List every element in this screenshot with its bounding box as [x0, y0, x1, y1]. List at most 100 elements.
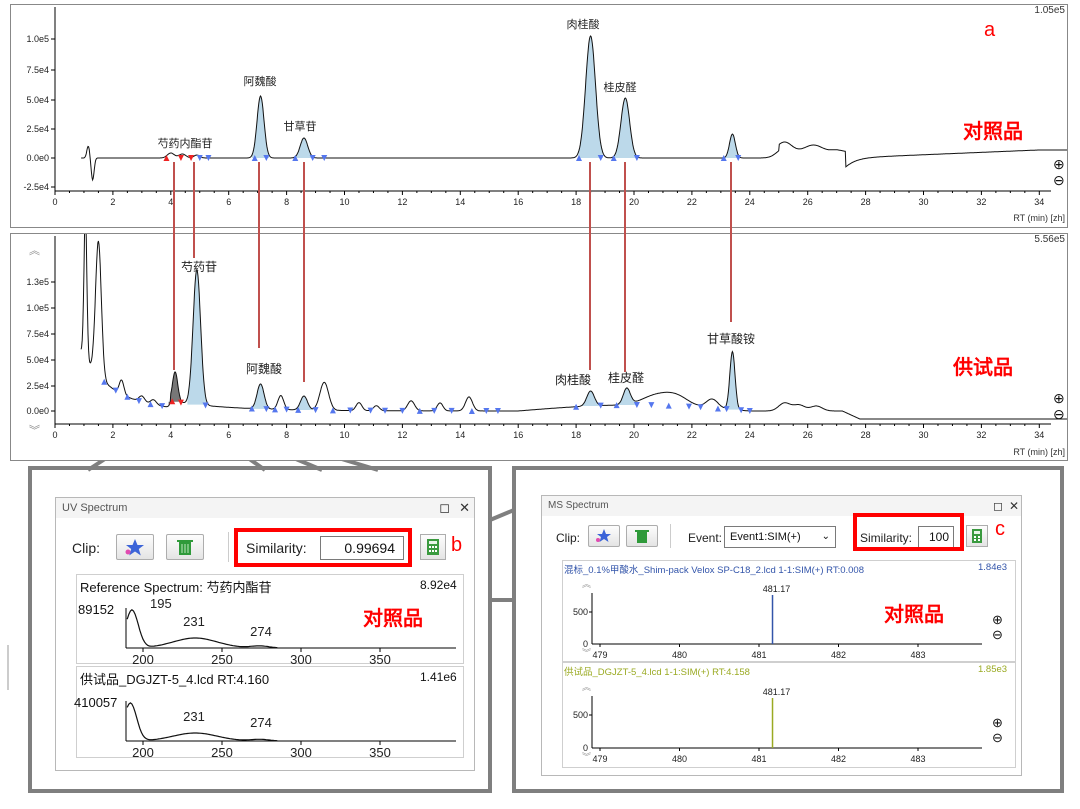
x-tick-label: 34	[1034, 197, 1044, 207]
x-tick-label: 32	[976, 430, 986, 440]
scroll-up-icon: ︽	[582, 579, 591, 589]
integration-marker	[263, 406, 270, 413]
ms-sample-scale: 1.85e3	[978, 664, 1008, 675]
ms-sample-x-tick-label: 483	[910, 754, 925, 764]
zoom-in-icon[interactable]: ⊕	[992, 612, 1003, 627]
maximize-icon[interactable]: ◻	[993, 499, 1003, 513]
integration-marker	[329, 407, 336, 414]
uv-similarity-field[interactable]: 0.99694	[320, 536, 404, 560]
uv-sample-title: 供试品_DGJZT-5_4.lcd RT:4.160	[80, 672, 270, 687]
zoom-in-icon[interactable]: ⊕	[1053, 390, 1065, 406]
integration-marker	[124, 393, 131, 400]
zoom-out-icon[interactable]: ⊖	[992, 627, 1003, 642]
integration-marker	[135, 398, 142, 405]
peak-fill	[295, 396, 313, 410]
sample-x-unit: RT (min) [zh]	[1013, 447, 1065, 457]
x-tick-label: 24	[745, 430, 755, 440]
close-icon[interactable]: ✕	[459, 500, 470, 515]
x-tick-label: 30	[918, 197, 928, 207]
clip-star-icon	[596, 529, 611, 542]
peak-label: 阿魏酸	[244, 74, 277, 88]
ms-sample-x-tick-label: 481	[751, 754, 766, 764]
clip-add-button[interactable]	[588, 525, 620, 547]
uv-ref-curve	[126, 609, 278, 649]
integration-marker	[738, 407, 745, 414]
ms-callout-frame	[512, 466, 1064, 793]
calculator-button[interactable]	[966, 525, 988, 547]
peak-fill	[251, 383, 270, 409]
ms-similarity-field[interactable]: 100	[918, 526, 954, 548]
ms-sample-title: 供试品_DGJZT-5_4.lcd 1-1:SIM(+) RT:4.158	[564, 667, 750, 678]
integration-marker	[723, 406, 730, 413]
integration-marker	[573, 403, 580, 410]
integration-marker	[597, 155, 604, 161]
integration-marker	[169, 398, 176, 405]
clip-delete-button[interactable]	[166, 534, 204, 560]
uv-reference-pane	[76, 574, 464, 664]
x-tick-label: 4	[168, 430, 173, 440]
x-tick-label: 6	[226, 430, 231, 440]
integration-marker	[188, 155, 195, 161]
ms-reference-pane	[562, 560, 1016, 662]
close-icon[interactable]: ✕	[1008, 499, 1019, 513]
event-select-value: Event1:SIM(+)	[730, 531, 801, 543]
integration-marker	[202, 402, 209, 409]
peak-label: 桂皮醛	[604, 80, 637, 94]
calculator-button[interactable]	[420, 534, 446, 560]
ms-event-label: Event:	[688, 531, 723, 545]
y-tick-label: 5.0e4	[26, 95, 49, 105]
zoom-in-icon[interactable]: ⊕	[1053, 156, 1065, 172]
zoom-in-icon[interactable]: ⊕	[992, 715, 1003, 730]
uv-spectrum-window: UV Spectrum ◻ ✕ Clip: Similarity: 0.9969…	[55, 497, 475, 771]
trash-icon	[635, 530, 649, 543]
peak-fill	[618, 387, 636, 406]
ms-spectrum-window: MS Spectrum ◻ ✕ Clip: Event: Event1:SIM(…	[541, 495, 1022, 776]
x-tick-label: 12	[397, 430, 407, 440]
uv-sample-scale: 1.41e6	[420, 670, 457, 684]
ms-sample-y-tick-label: 500	[573, 710, 588, 720]
integration-marker	[263, 155, 270, 161]
x-tick-label: 32	[976, 197, 986, 207]
calculator-icon	[972, 529, 982, 543]
integration-marker	[746, 407, 753, 414]
integration-marker	[283, 406, 290, 413]
uv-sample-pane	[76, 666, 464, 758]
zoom-out-icon[interactable]: ⊖	[992, 730, 1003, 745]
peak-fill	[614, 98, 637, 158]
uv-sample-x-tick-label: 200	[132, 745, 154, 760]
x-tick-label: 20	[629, 430, 639, 440]
clip-add-button[interactable]	[116, 534, 154, 560]
x-tick-label: 8	[284, 197, 289, 207]
x-tick-label: 8	[284, 430, 289, 440]
trash-icon	[177, 540, 193, 555]
scroll-up-icon[interactable]: ︽	[29, 245, 40, 257]
ms-sample-peak-label: 481.17	[763, 687, 791, 697]
integration-marker	[272, 406, 279, 413]
panel-tag-c: c	[995, 518, 1005, 540]
peak-fill	[251, 96, 270, 158]
integration-marker	[714, 405, 721, 412]
integration-marker	[347, 407, 354, 414]
zoom-out-icon[interactable]: ⊖	[1053, 172, 1065, 188]
y-tick-label: 0.0e0	[26, 153, 49, 163]
peak-label: 甘草苷	[284, 119, 317, 133]
ms-sample-x-tick-label: 482	[831, 754, 846, 764]
integration-marker	[665, 402, 672, 409]
x-tick-label: 18	[571, 430, 581, 440]
peak-fill	[294, 138, 314, 158]
zoom-out-icon[interactable]: ⊖	[1053, 406, 1065, 422]
peak-fill	[725, 134, 740, 158]
clip-delete-button[interactable]	[626, 525, 658, 547]
integration-marker	[205, 155, 212, 161]
integration-marker	[633, 155, 640, 161]
ms-ref-x-tick-label: 483	[910, 650, 925, 660]
y-tick-label: 0.0e0	[26, 406, 49, 416]
scroll-down-icon[interactable]: ︾	[29, 425, 40, 437]
maximize-icon[interactable]: ◻	[439, 500, 450, 515]
event-select[interactable]: Event1:SIM(+) ⌄	[724, 526, 836, 548]
peak-label: 肉桂酸	[555, 372, 591, 387]
uv-sample-y-value: 410057	[74, 695, 118, 710]
integration-marker	[686, 403, 693, 410]
